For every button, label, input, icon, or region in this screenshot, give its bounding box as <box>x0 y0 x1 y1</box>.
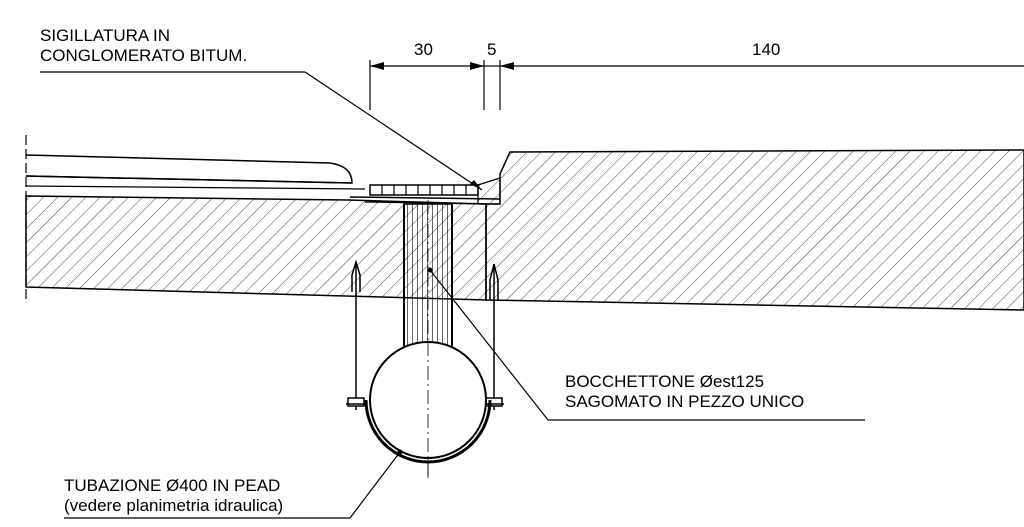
hanger-right <box>484 263 504 410</box>
dimension-chain <box>369 60 1024 110</box>
sealing-label-line2: CONGLOMERATO BITUM. <box>40 46 248 65</box>
sealing-label-line1: SIGILLATURA IN <box>40 26 171 45</box>
outlet-label-line2: SAGOMATO IN PEZZO UNICO <box>565 392 805 411</box>
sealing-label: SIGILLATURA IN CONGLOMERATO BITUM. <box>40 26 247 66</box>
bitumen-sealing <box>477 177 501 205</box>
slab-right <box>485 149 1024 311</box>
dimension-140: 140 <box>752 40 781 59</box>
pipe-label-line2: (vedere planimetria idraulica) <box>64 496 284 515</box>
dimension-5: 5 <box>487 40 497 59</box>
grate-bars <box>381 185 467 195</box>
outlet-label: BOCCHETTONE Øest125 SAGOMATO IN PEZZO UN… <box>565 372 804 412</box>
outlet-label-line1: BOCCHETTONE Øest125 <box>565 372 765 391</box>
dimension-30: 30 <box>414 40 433 59</box>
leader-lines <box>40 71 865 519</box>
pipe-label-line1: TUBAZIONE Ø400 IN PEAD <box>64 476 281 495</box>
hanger-left <box>346 259 366 410</box>
pipe-label: TUBAZIONE Ø400 IN PEAD (vedere planimetr… <box>64 476 283 516</box>
grate <box>369 184 479 196</box>
